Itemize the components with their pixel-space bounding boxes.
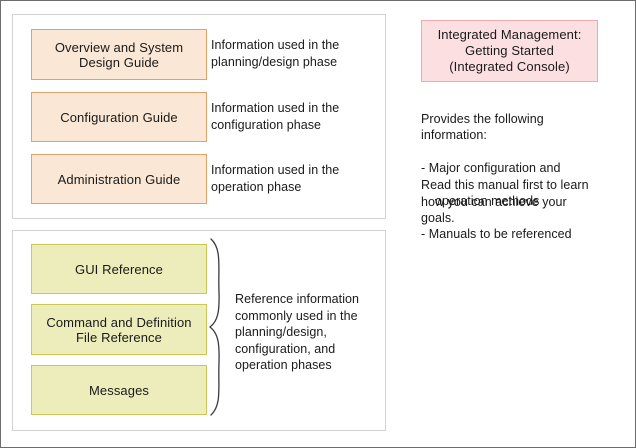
provides-bullet-2: - Manuals to be referenced (421, 227, 572, 241)
reference-box-command-and-definition-file-reference[interactable]: Command and Definition File Reference (31, 304, 207, 355)
guide-description-configuration: Information used in the configuration ph… (211, 101, 340, 132)
reference-box-messages[interactable]: Messages (31, 365, 207, 415)
provides-bullet-1-continued: operation methods (435, 194, 540, 208)
provides-information-block: Provides the following information: - Ma… (421, 94, 611, 259)
guide-box-configuration[interactable]: Configuration Guide (31, 92, 207, 142)
reference-box-gui-reference[interactable]: GUI Reference (31, 244, 207, 294)
guide-box-administration[interactable]: Administration Guide (31, 154, 207, 204)
guide-description-overview: Information used in the planning/design … (211, 38, 340, 69)
guide-box-overview-and-system-design[interactable]: Overview and System Design Guide (31, 29, 207, 80)
integrated-management-getting-started-box[interactable]: Integrated Management: Getting Started (… (421, 20, 598, 82)
provides-intro-text: Provides the following information: (421, 111, 544, 143)
provides-bullet-1: - Major configuration and (421, 161, 561, 175)
reference-brace-description: Reference information commonly used in t… (235, 292, 360, 372)
guide-description-administration: Information used in the operation phase (211, 163, 340, 194)
closing-note-text: Read this manual first to learn how you … (421, 178, 589, 225)
